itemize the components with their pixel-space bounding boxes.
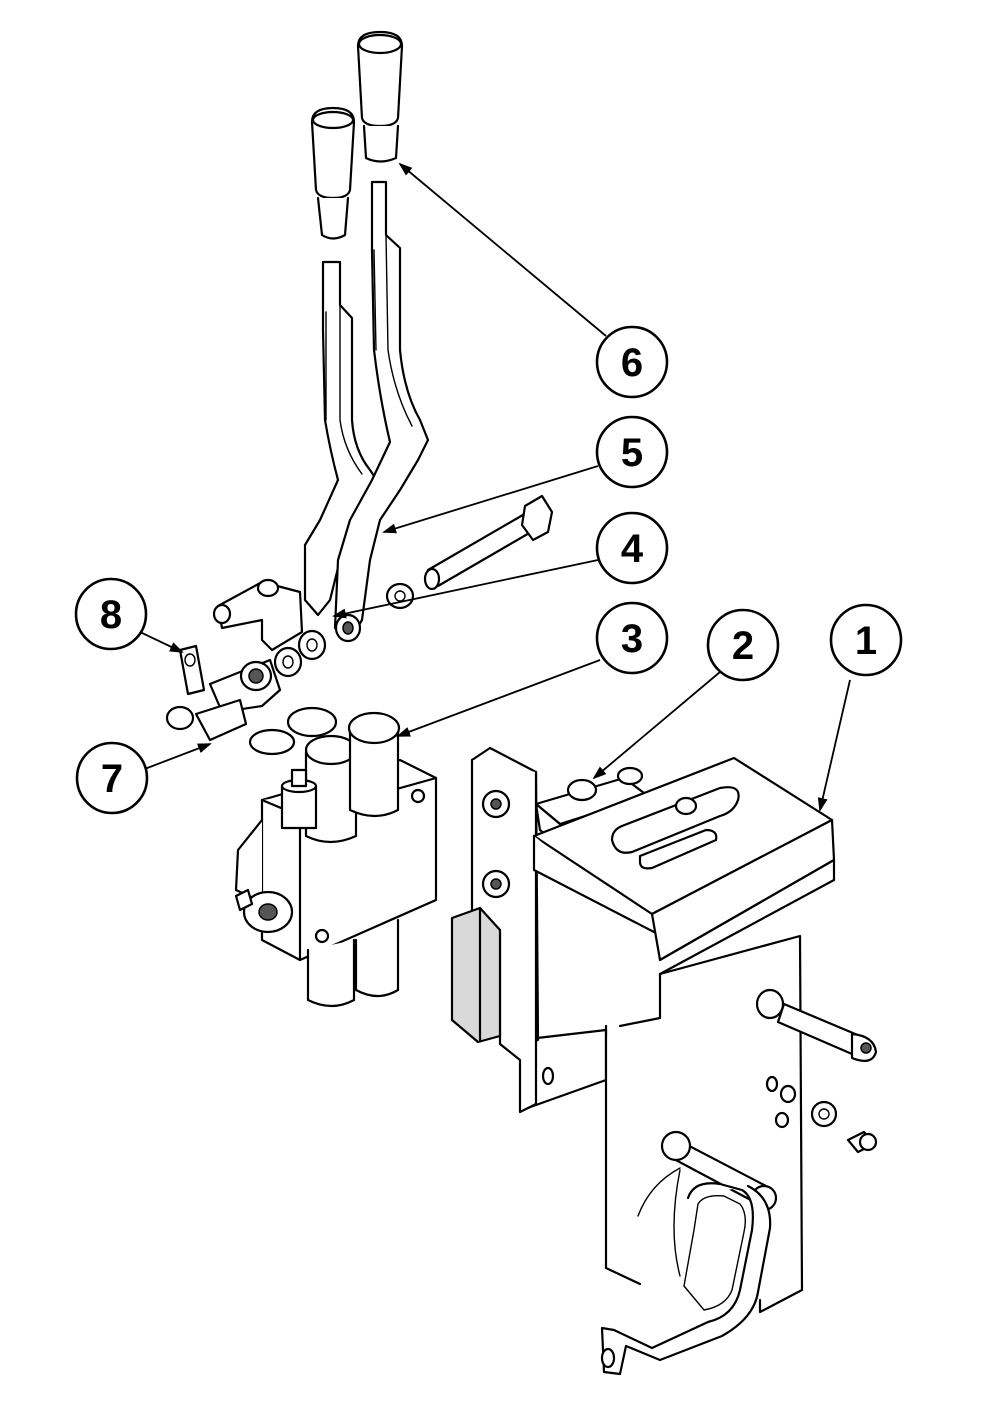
leader-lines — [139, 162, 851, 812]
leader-4 — [332, 559, 599, 619]
valve-spool-tips — [248, 706, 338, 756]
washers — [273, 582, 415, 678]
linkage-bracket — [165, 578, 304, 742]
callout-2-label: 2 — [732, 624, 754, 668]
callout-6: 6 — [595, 325, 669, 399]
callout-1: 1 — [829, 603, 903, 677]
callout-3: 3 — [595, 601, 669, 675]
callout-1-label: 1 — [855, 619, 877, 663]
lever-grip-right — [356, 30, 404, 163]
callout-5-label: 5 — [621, 431, 643, 475]
callout-2: 2 — [706, 608, 780, 682]
leader-8 — [139, 631, 184, 653]
control-lever-right — [333, 180, 430, 642]
callout-7: 7 — [75, 741, 149, 815]
callout-4-label: 4 — [621, 527, 644, 571]
callout-3-label: 3 — [621, 617, 643, 661]
pivot-bolt — [423, 494, 554, 591]
callout-7-label: 7 — [101, 757, 123, 801]
callout-6-label: 6 — [621, 341, 643, 385]
callout-4: 4 — [595, 511, 669, 585]
callout-8: 8 — [74, 577, 148, 651]
leader-5 — [382, 465, 599, 534]
leader-3 — [396, 659, 601, 737]
callout-5: 5 — [595, 415, 669, 489]
leader-7 — [141, 743, 212, 771]
leader-1 — [817, 679, 851, 812]
lever-grip-left — [310, 106, 356, 240]
leader-2 — [592, 671, 721, 780]
mounting-plate — [450, 746, 878, 1376]
callout-8-label: 8 — [100, 593, 122, 637]
hydraulic-valve-block — [234, 711, 438, 1008]
leader-6 — [398, 162, 607, 337]
